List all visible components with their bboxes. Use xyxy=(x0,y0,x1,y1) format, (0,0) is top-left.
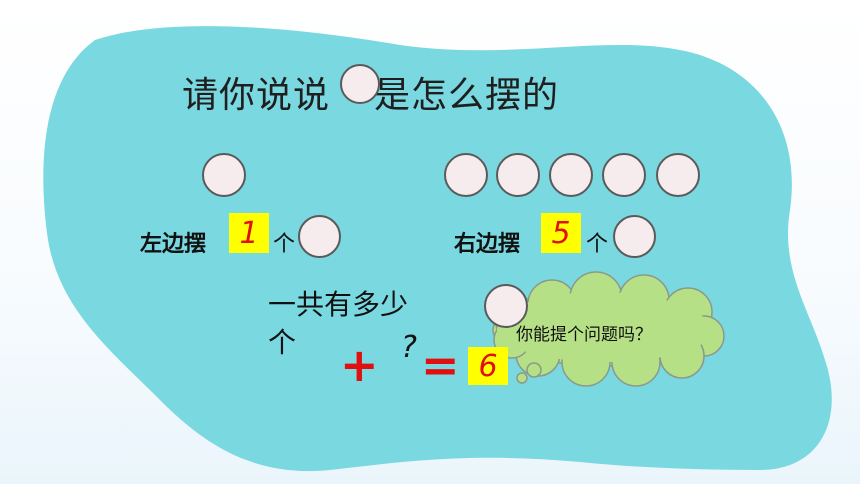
right-circle-1 xyxy=(444,153,488,197)
title-circle xyxy=(340,64,380,104)
question-line-2: 个 xyxy=(268,325,297,359)
left-circle xyxy=(202,153,246,197)
result-box: 6 xyxy=(468,347,508,385)
right-circle-2 xyxy=(496,153,540,197)
right-count-box: 5 xyxy=(541,213,581,253)
left-unit: 个 xyxy=(273,232,296,257)
question-mark: ? xyxy=(401,330,417,365)
right-label: 右边摆 xyxy=(454,231,521,257)
left-label: 左边摆 xyxy=(140,231,207,257)
right-circle-4 xyxy=(602,153,646,197)
plus-sign: + xyxy=(340,338,379,392)
left-unit-circle xyxy=(298,215,341,258)
page-title: 请你说说 是怎么摆的 xyxy=(182,66,559,118)
equals-sign: = xyxy=(421,338,460,392)
right-circle-3 xyxy=(549,153,593,197)
title-part-2: 是怎么摆的 xyxy=(374,75,560,116)
bubble-text: 你能提个问题吗？ xyxy=(516,325,652,345)
right-unit-circle xyxy=(613,215,656,258)
title-part-1: 请你说说 xyxy=(182,75,331,116)
thought-cloud-fill xyxy=(497,292,713,362)
question-line-1: 一共有多少 xyxy=(268,288,409,321)
total-question: 一共有多少 个 xyxy=(268,286,408,362)
right-unit: 个 xyxy=(586,232,609,257)
question-circle xyxy=(484,284,528,328)
right-circle-5 xyxy=(656,153,700,197)
left-count-box: 1 xyxy=(229,213,269,253)
